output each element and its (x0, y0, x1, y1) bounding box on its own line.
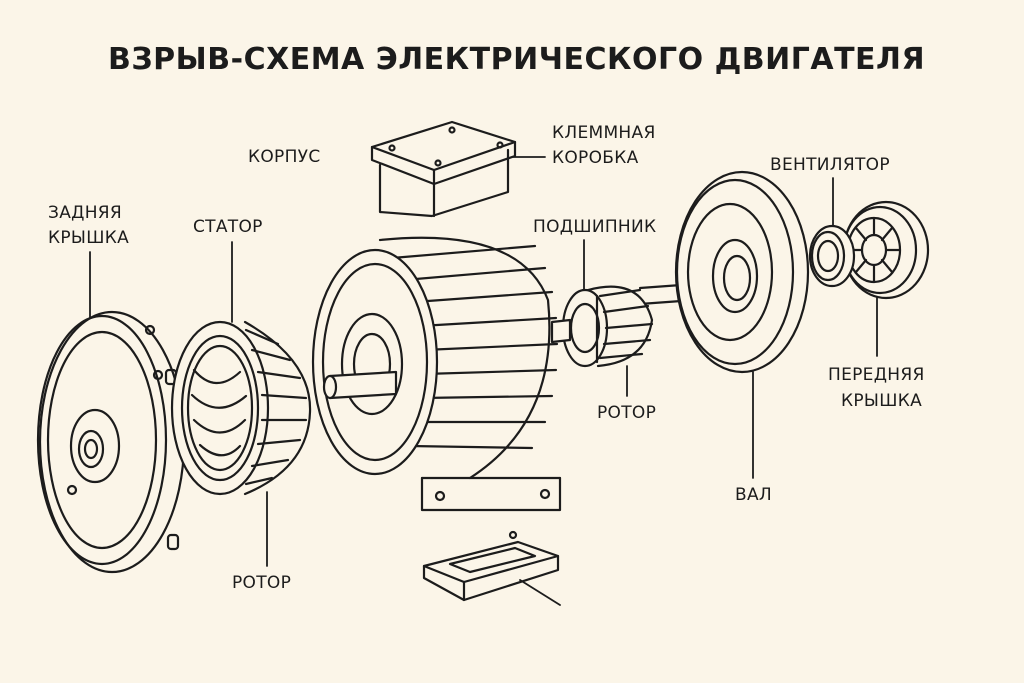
label-front-cover-line2: КРЫШКА (841, 391, 922, 411)
leader-lines (89, 156, 878, 606)
label-stator: СТАТОР (193, 217, 263, 237)
label-front-cover-line1: ПЕРЕДНЯЯ (828, 365, 925, 385)
label-housing: КОРПУС (248, 147, 321, 167)
fan-part (842, 200, 930, 300)
diagram-title: ВЗРЫВ-СХЕМА ЭЛЕКТРИЧЕСКОГО ДВИГАТЕЛЯ (108, 42, 926, 77)
label-terminal-box-line1: КЛЕММНАЯ (552, 123, 656, 143)
stator-part (170, 320, 312, 496)
label-rear-cover-line2: КРЫШКА (48, 228, 129, 248)
terminal-box-part (370, 120, 517, 218)
label-fan: ВЕНТИЛЯТОР (770, 155, 890, 175)
label-bearing: ПОДШИПНИК (533, 217, 657, 237)
label-rear-cover-line1: ЗАДНЯЯ (48, 203, 123, 223)
rear-cover-part (36, 310, 186, 574)
bearing-ring-part (808, 224, 856, 288)
label-shaft: ВАЛ (735, 485, 772, 505)
label-terminal-box-line2: КОРОБКА (552, 148, 639, 168)
housing-part (311, 236, 562, 512)
front-cover-part (674, 170, 810, 374)
label-rotor-center: РОТОР (597, 403, 657, 423)
base-plate-part (422, 530, 560, 602)
label-rotor-bottom: РОТОР (232, 573, 292, 593)
